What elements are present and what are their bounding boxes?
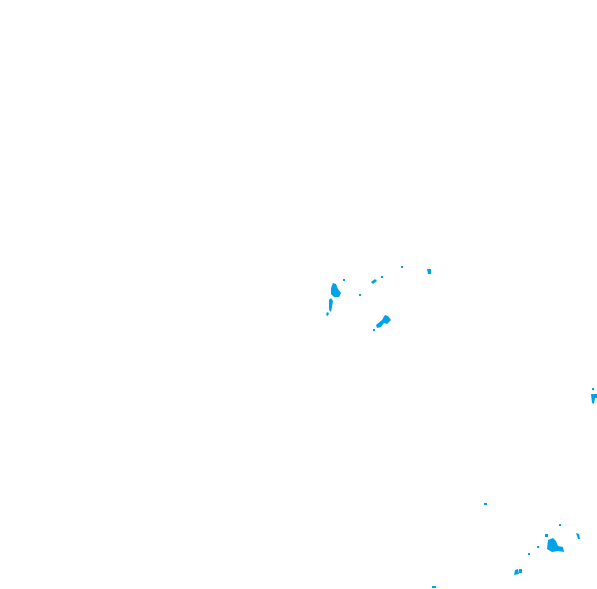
pond-southeast-3	[537, 546, 539, 548]
pond-southeast-5	[559, 524, 561, 526]
lake-center-east	[371, 279, 377, 284]
lake-south-1	[514, 569, 519, 575]
pond-center-4	[401, 266, 403, 268]
lake-cluster-southeast	[432, 503, 580, 588]
lake-southeast-east	[576, 533, 580, 539]
lake-south-center	[376, 315, 391, 328]
pond-center-1	[343, 279, 345, 281]
pond-southeast-1	[484, 503, 487, 505]
lake-cluster-east	[591, 388, 597, 404]
lake-east-edge	[591, 394, 597, 404]
lake-south-2	[519, 569, 522, 573]
pond-center-5	[373, 329, 375, 331]
pond-center-2	[359, 294, 361, 296]
pond-south-3	[432, 586, 436, 588]
lake-southeast-main	[547, 538, 564, 552]
pond-southeast-4	[528, 553, 530, 555]
lake-main-center	[331, 283, 341, 297]
pond-southeast-2	[545, 534, 548, 537]
pond-east-1	[592, 388, 594, 390]
lake-center-tail	[326, 312, 329, 316]
lake-cluster-center	[326, 266, 431, 331]
pond-center-3	[381, 276, 383, 278]
lake-northeast	[427, 269, 431, 274]
lake-center-stem	[329, 298, 333, 312]
